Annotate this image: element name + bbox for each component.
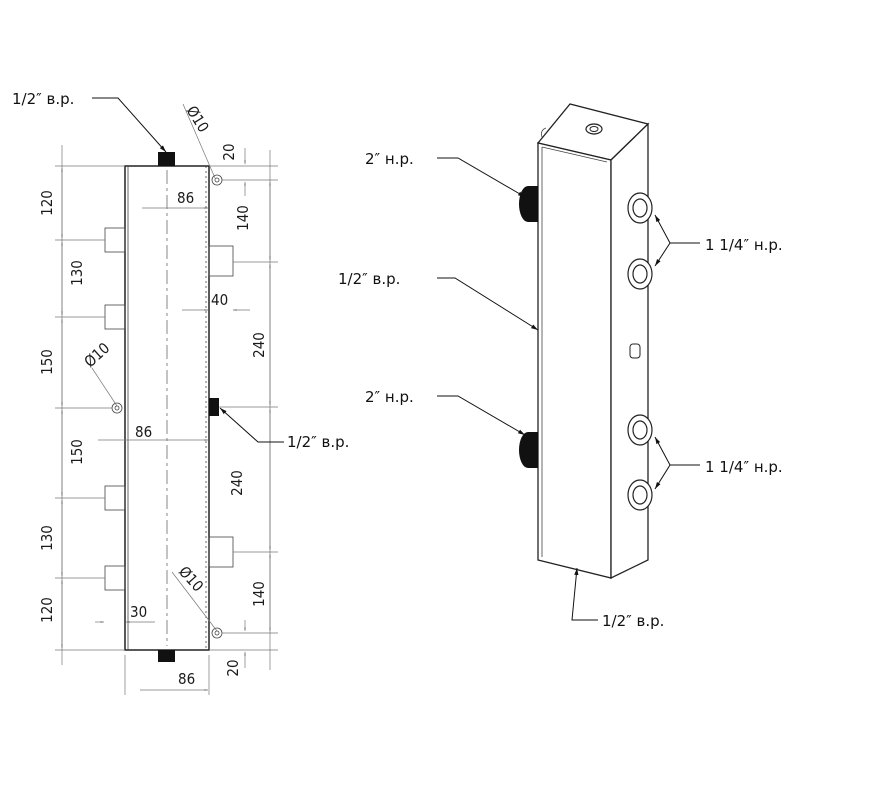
- label-114-bottom: 1 1/4″ н.р.: [705, 458, 783, 476]
- left-nipples-3d: [519, 186, 538, 468]
- label-2in-top: 2″ н.р.: [365, 150, 414, 168]
- dim-150-bottom: 150: [68, 439, 86, 465]
- label-114-top: 1 1/4″ н.р.: [705, 236, 783, 254]
- leader-2in-bottom: [437, 395, 526, 436]
- left-top-label: 1/2″ в.р.: [12, 90, 74, 108]
- leader-half-side: [437, 277, 539, 331]
- leader-114-top-a: [654, 214, 700, 244]
- leader-half-bottom: [571, 567, 598, 621]
- label-2in-bottom: 2″ н.р.: [365, 388, 414, 406]
- dim-20-top: 20: [220, 143, 238, 160]
- dim-86-top: 86: [177, 189, 194, 207]
- dim-86-mid: 86: [135, 423, 152, 441]
- dim-86-bottom: 86: [178, 670, 195, 688]
- top-label-leader: [92, 97, 167, 153]
- label-half-side: 1/2″ в.р.: [338, 270, 400, 288]
- dia-top: Ø10: [183, 103, 213, 136]
- right-dimension-chain: [209, 148, 278, 670]
- front-face: [537, 142, 612, 579]
- dia-bottom: Ø10: [175, 563, 207, 596]
- dim-140-top: 140: [234, 205, 252, 231]
- dim-150-top: 150: [38, 349, 56, 375]
- leader-114-bottom-a: [654, 436, 700, 466]
- dim-40: 40: [211, 291, 228, 309]
- side-socket: [209, 398, 219, 416]
- dim-130-top: 130: [68, 260, 86, 286]
- dim-30: 30: [130, 603, 147, 621]
- leader-114-top-b: [654, 242, 671, 267]
- leader-114-bottom-b: [654, 464, 671, 490]
- leader-2in-top: [437, 157, 526, 198]
- horizontal-dimensions: [95, 207, 250, 695]
- dim-240-bottom: 240: [228, 470, 246, 496]
- top-socket: [158, 152, 175, 166]
- dim-140-bottom: 140: [250, 581, 268, 607]
- bottom-socket: [158, 650, 175, 662]
- top-socket-3d: [585, 123, 603, 135]
- dim-120-bottom: 120: [38, 597, 56, 623]
- right-nipples-3d: [627, 192, 653, 511]
- diameter-leaders: [91, 103, 218, 632]
- orthographic-view: 120 130 150 150 130 120 20 140 240 2: [38, 97, 284, 695]
- perspective-view: [437, 103, 700, 621]
- side-boss-3d: [629, 343, 641, 359]
- dim-20-bottom: 20: [224, 659, 242, 676]
- dim-120-top: 120: [38, 190, 56, 216]
- left-dimension-chain: [55, 145, 125, 665]
- label-half-bottom: 1/2″ в.р.: [602, 612, 664, 630]
- dim-240-top: 240: [250, 332, 268, 358]
- left-side-label: 1/2″ в.р.: [287, 433, 349, 451]
- side-label-leader: [219, 407, 284, 443]
- dia-mid: Ø10: [81, 339, 114, 371]
- dim-130-bottom: 130: [38, 525, 56, 551]
